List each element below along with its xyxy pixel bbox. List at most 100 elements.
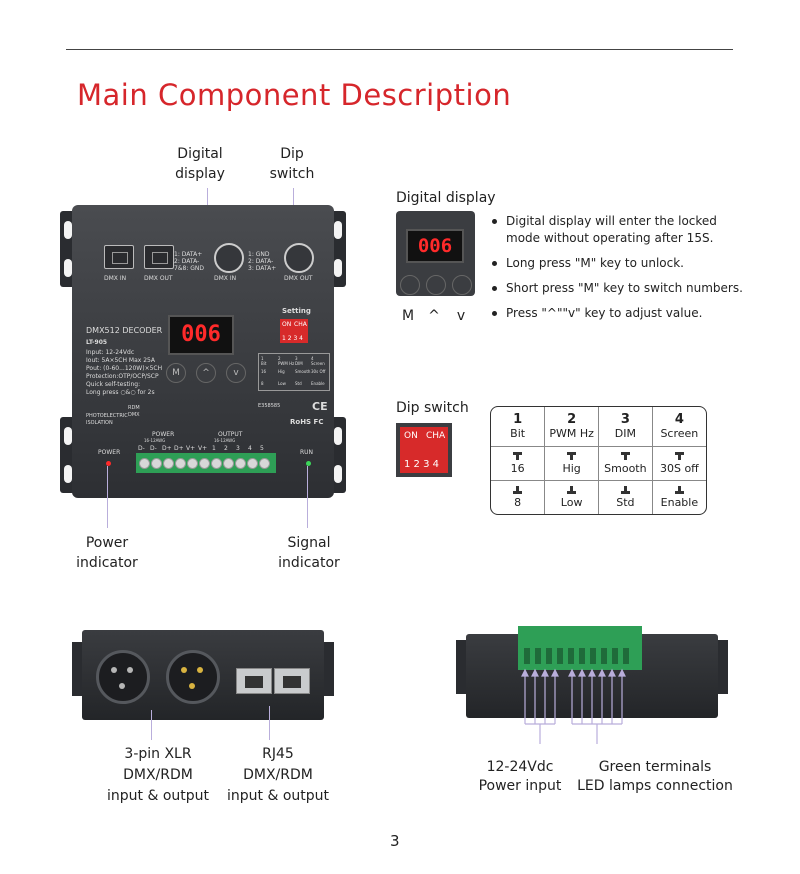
- callout-rj45-line2: DMX/RDM: [243, 767, 313, 783]
- terminal-pin-label: 3: [236, 445, 240, 452]
- digital-display-bullets: Digital display will enter the locked mo…: [488, 213, 748, 322]
- callout-green-terminals-line1: Green terminals: [598, 759, 712, 775]
- dip-on-cell: Smooth: [598, 445, 653, 481]
- callout-power-input-line1: 12-24Vdc: [486, 759, 554, 775]
- mount-flange-bottom-right: [330, 417, 346, 493]
- bullet-item: Press "^""v" key to adjust value.: [488, 305, 748, 322]
- callout-xlr-line3: input & output: [106, 788, 209, 804]
- mini-cell: 4 Screen: [311, 356, 325, 366]
- front-mini-table: 1 Bit 2 PWM Hz 3 DIM 4 Screen 16 Hig Smo…: [258, 353, 330, 391]
- spec-line: Pout: (0-60...120W)×5CH: [86, 365, 163, 372]
- callout-signal-indicator: Signal indicator: [272, 533, 346, 573]
- side-mount-ear-left: [456, 640, 466, 694]
- callout-digital-display-line2: display: [175, 166, 225, 182]
- callout-xlr-line2: DMX/RDM: [123, 767, 193, 783]
- decoder-front-view: DMX IN 1: DATA+ 2: DATA- 7&8: GND DMX OU…: [60, 205, 346, 498]
- mini-cell: 1 Bit: [261, 356, 267, 366]
- bullet-item: Long press "M" key to unlock.: [488, 255, 748, 272]
- front-key-down[interactable]: v: [226, 363, 246, 383]
- switch-up-icon: [674, 451, 684, 460]
- output-group-label: OUTPUT: [218, 431, 243, 438]
- xlr-male-connector[interactable]: [166, 650, 220, 704]
- cert-text: RoHS FC: [290, 418, 324, 426]
- terminal-pin-label: D-: [138, 445, 145, 452]
- xlr-in-label: DMX IN: [214, 275, 237, 282]
- rj45-out-label: DMX OUT: [144, 275, 173, 282]
- front-terminal-block[interactable]: [136, 453, 276, 473]
- terminal-pin-label: 4: [248, 445, 252, 452]
- page-number: 3: [390, 832, 400, 850]
- callout-dip-switch-line1: Dip: [280, 146, 304, 162]
- mini-cell: 30s Off: [311, 369, 326, 374]
- illustration-key-down[interactable]: [452, 275, 472, 295]
- mini-cell: Std: [295, 381, 302, 386]
- ce-mark: CE: [312, 400, 328, 413]
- dip-on-cell: Hig: [544, 445, 599, 481]
- xlr-out-port: [284, 243, 314, 273]
- callout-signal-line1: Signal: [287, 535, 331, 551]
- es-label: E358585: [258, 403, 281, 409]
- rj45-in-port: [104, 245, 134, 269]
- callout-power-input: 12-24Vdc Power input: [472, 758, 568, 796]
- power-led: [106, 461, 111, 466]
- setting-label: Setting: [282, 307, 311, 315]
- decoder-side-view-ports: [72, 624, 334, 720]
- illustration-key-m[interactable]: [400, 275, 420, 295]
- front-dip-cha-label: CHA: [294, 321, 307, 328]
- rj45-in-label: DMX IN: [104, 275, 127, 282]
- green-terminal-block[interactable]: [518, 626, 642, 670]
- dip-numbers: 1 2 3 4: [404, 459, 439, 470]
- front-dip-switch[interactable]: ON CHA 1 2 3 4: [280, 319, 308, 343]
- illustration-key-up[interactable]: [426, 275, 446, 295]
- leader-xlr: [151, 710, 152, 740]
- decoder-panel: DMX IN 1: DATA+ 2: DATA- 7&8: GND DMX OU…: [72, 205, 334, 498]
- side-mount-ear-right: [324, 642, 334, 696]
- power-led-label: POWER: [98, 449, 121, 456]
- front-key-up[interactable]: ^: [196, 363, 216, 383]
- spec-line: Quick self-testing:: [86, 381, 141, 388]
- dip-switch-illustration: ON CHA 1 2 3 4: [396, 423, 452, 477]
- decoder-side-view-terminals: [456, 624, 728, 718]
- leader-signal-indicator: [307, 466, 308, 528]
- dip-on-cell: 30S off: [651, 445, 706, 481]
- terminal-pin-label: 1: [212, 445, 216, 452]
- switch-down-icon: [620, 485, 630, 494]
- dip-on-label: ON: [404, 431, 418, 441]
- mini-cell: Smooth: [295, 369, 311, 374]
- mini-cell: 2 PWM Hz: [278, 356, 295, 366]
- side-panel: [82, 630, 324, 720]
- illustration-display: 006: [406, 229, 464, 263]
- xlr-out-label: DMX OUT: [284, 275, 313, 282]
- isolation-label: PHOTOELECTRIC ISOLATION: [86, 413, 128, 426]
- model-name: DMX512 DECODER: [86, 326, 163, 335]
- digital-display-illustration: 006: [396, 211, 475, 296]
- run-led: [306, 461, 311, 466]
- dip-on-row: 16 Hig Smooth 30S off: [491, 445, 706, 481]
- rdm-label: RDM DMX: [128, 405, 140, 418]
- callout-xlr: 3-pin XLR DMX/RDM input & output: [100, 744, 216, 807]
- rj45-connector-1[interactable]: [236, 668, 272, 694]
- mount-flange-top-right: [330, 211, 346, 287]
- callout-dip-switch: Dip switch: [262, 144, 322, 184]
- spec-line: Protection:OTP/OCP/SCP: [86, 373, 159, 380]
- callout-power-indicator: Power indicator: [70, 533, 144, 573]
- dip-switch-block[interactable]: ON CHA 1 2 3 4: [400, 427, 448, 473]
- top-rule: [66, 49, 733, 50]
- callout-rj45-line1: RJ45: [262, 746, 294, 762]
- callout-power-input-line2: Power input: [478, 778, 562, 794]
- callout-digital-display: Digital display: [168, 144, 232, 184]
- mini-cell: 3 DIM: [295, 356, 303, 366]
- dip-cha-label: CHA: [426, 431, 446, 441]
- front-dip-on-label: ON: [282, 321, 292, 328]
- rj45-connector-2[interactable]: [274, 668, 310, 694]
- front-dip-numbers: 1 2 3 4: [282, 335, 303, 342]
- callout-power-line2: indicator: [76, 555, 138, 571]
- dip-off-row: 8 Low Std Enable: [491, 479, 706, 514]
- terminal-pin-label: V+: [198, 445, 208, 452]
- digital-display-heading: Digital display: [396, 190, 496, 206]
- callout-rj45-line3: input & output: [226, 788, 329, 804]
- terminal-pin-label: V+: [186, 445, 196, 452]
- front-key-m[interactable]: M: [166, 363, 186, 383]
- xlr-female-connector[interactable]: [96, 650, 150, 704]
